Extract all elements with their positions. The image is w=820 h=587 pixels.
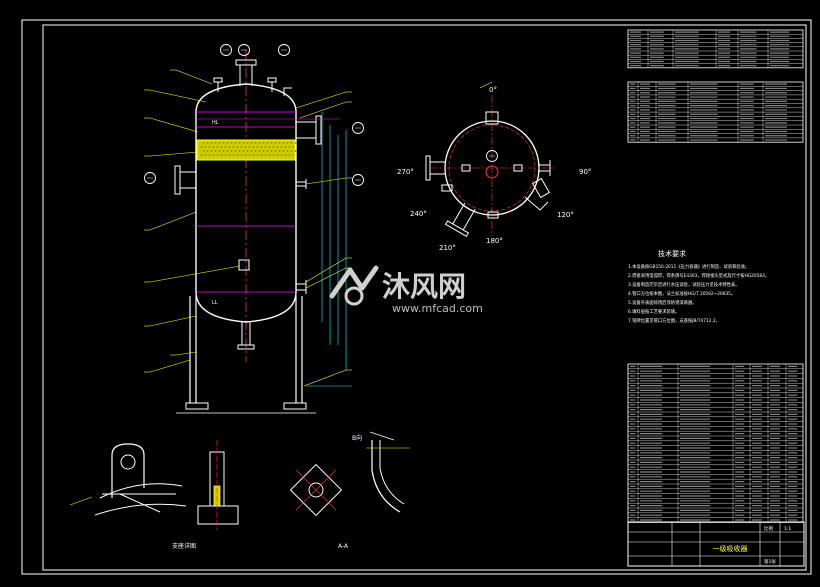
leader-lines — [144, 69, 352, 387]
orientation-angle-labels: 0° 90° 120° 180° 210° 240° 270° — [397, 86, 591, 252]
angle-210: 210° — [439, 244, 456, 252]
tech-req-line: 7.铭牌位置见管口方位图，支座按JB/T4712.2。 — [628, 317, 720, 324]
nozzle-orientation-plan — [425, 81, 555, 238]
tech-req-line: 5.设备外表面除锈后涂防锈漆两遍。 — [628, 299, 697, 306]
packing-layer — [196, 139, 297, 161]
drawing-name: 一级吸收器 — [713, 544, 748, 553]
nozzle-table — [627, 81, 804, 143]
leg-section-view — [197, 440, 239, 530]
detail-label-aa: A-A — [338, 543, 349, 550]
watermark-brand: 沐风网 — [382, 270, 466, 303]
bottom-head — [195, 291, 297, 323]
watermark-logo-icon — [329, 265, 379, 306]
tech-req-line: 2.焊接采用电弧焊，焊条牌号E4303，焊接接头型式及尺寸按HG20583。 — [628, 272, 769, 279]
angle-90: 90° — [579, 168, 591, 176]
nozzle-left — [174, 165, 196, 195]
outer-frame — [21, 19, 812, 575]
angle-240: 240° — [410, 210, 427, 218]
weld-detail-view: A-A B向 — [338, 431, 410, 550]
level-mark-ll: LL — [212, 300, 218, 306]
tech-req-line: 6.填料层按工艺要求装填。 — [628, 308, 679, 315]
tech-req-line: 4.管口方位按本图，法兰标准按HG/T 20592~20635。 — [628, 290, 735, 297]
nozzle-right-upper — [296, 115, 322, 145]
angle-270: 270° — [397, 168, 414, 176]
tech-req-title: 技术要求 — [658, 249, 686, 258]
angle-180: 180° — [486, 237, 503, 245]
level-mark-hl: HL — [212, 120, 219, 126]
scale-label: 比例 — [764, 525, 773, 532]
nozzle-tags — [144, 44, 498, 186]
detail-label-support: 支座详图 — [172, 542, 196, 550]
detail-label-b: B向 — [352, 434, 362, 442]
top-head — [195, 83, 297, 113]
vessel-elevation: HL LL — [174, 50, 322, 414]
parts-list-table — [627, 363, 804, 523]
technical-requirements: 技术要求 1.本设备按GB150-2011《压力容器》进行制造、试验和验收。 2.… — [628, 249, 769, 324]
scale-value: 1:1 — [784, 526, 791, 532]
angle-0: 0° — [489, 86, 497, 94]
design-data-table — [627, 29, 804, 69]
watermark-url: www.mfcad.com — [392, 302, 483, 315]
lug-detail-view — [289, 463, 343, 517]
support-detail-view: 支座详图 — [69, 443, 196, 550]
inner-frame — [42, 24, 807, 571]
support-legs — [176, 296, 316, 414]
sheet-label: 第1张 — [764, 558, 776, 565]
tech-req-line: 1.本设备按GB150-2011《压力容器》进行制造、试验和验收。 — [628, 263, 749, 270]
tech-req-line: 3.设备制造完毕后进行水压试验，试验压力见技术特性表。 — [628, 281, 740, 288]
title-block: 一级吸收器 比例 1:1 第1张 — [627, 521, 805, 567]
watermark: 沐风网 www.mfcad.com — [329, 265, 483, 315]
dimension-lines — [321, 112, 347, 370]
angle-120: 120° — [557, 211, 574, 219]
